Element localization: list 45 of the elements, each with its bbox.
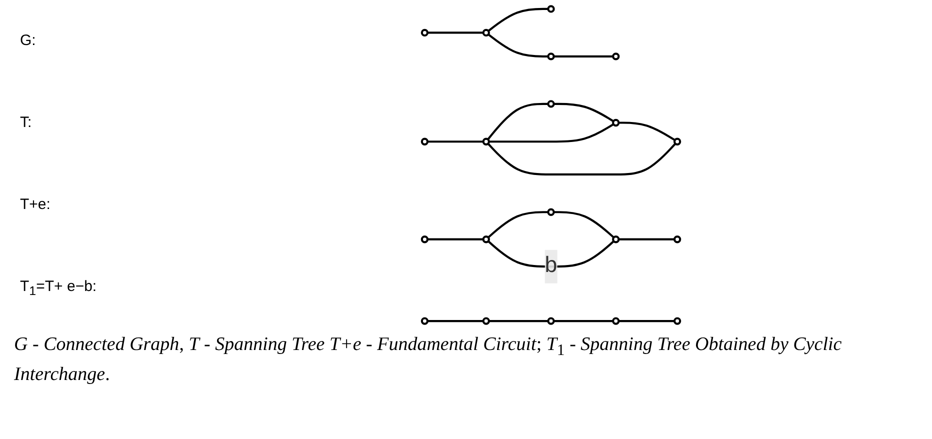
- node-circle: [612, 118, 620, 127]
- connector: [554, 211, 614, 238]
- node-circle: [482, 236, 490, 244]
- connector: [487, 102, 548, 140]
- graph-label: G:: [20, 32, 37, 50]
- node-circle: [547, 208, 555, 216]
- graph-label: T:: [20, 114, 33, 132]
- graph-label: T+e:: [20, 196, 52, 213]
- node-circle: [482, 28, 490, 37]
- node-circle: [547, 317, 555, 325]
- connector: [428, 320, 484, 322]
- node-circle: [612, 317, 620, 325]
- node-circle: [420, 317, 429, 325]
- node-circle: [612, 52, 620, 60]
- node-circle: [673, 236, 682, 244]
- connector: [488, 320, 548, 322]
- connector: [488, 34, 548, 58]
- figure-caption: G - Connected Graph, T - Spanning Tree T+e - Fundamental Circuit; T$_{1}$ - Spanning Tree Obtained by Cyclic Interchange.: [13, 333, 843, 387]
- connector: [618, 122, 676, 142]
- node-circle: [612, 236, 620, 244]
- graph-label: T$_{1}$=T+ e−b:: [20, 278, 98, 298]
- node-circle: [547, 5, 555, 13]
- connector: [428, 140, 484, 143]
- connector: [554, 55, 614, 58]
- connector: [488, 8, 548, 32]
- connector: [488, 211, 548, 238]
- node-circle: [673, 317, 682, 325]
- connector: [488, 123, 614, 143]
- node-circle: [420, 236, 429, 244]
- node-circle: [482, 317, 490, 325]
- connector: [428, 32, 484, 34]
- connector: [618, 320, 674, 322]
- node-circle: [420, 138, 429, 146]
- edge-label: b: [544, 254, 558, 278]
- node-circle: [673, 138, 682, 146]
- connector: [428, 238, 484, 240]
- node-circle: [420, 28, 429, 37]
- node-circle: [547, 100, 555, 108]
- connector: [618, 238, 674, 240]
- connector: [554, 102, 614, 122]
- node-circle: [482, 138, 490, 146]
- node-circle: [547, 52, 555, 60]
- connector: [487, 142, 676, 176]
- connector: [554, 320, 614, 322]
- connector: [488, 240, 614, 268]
